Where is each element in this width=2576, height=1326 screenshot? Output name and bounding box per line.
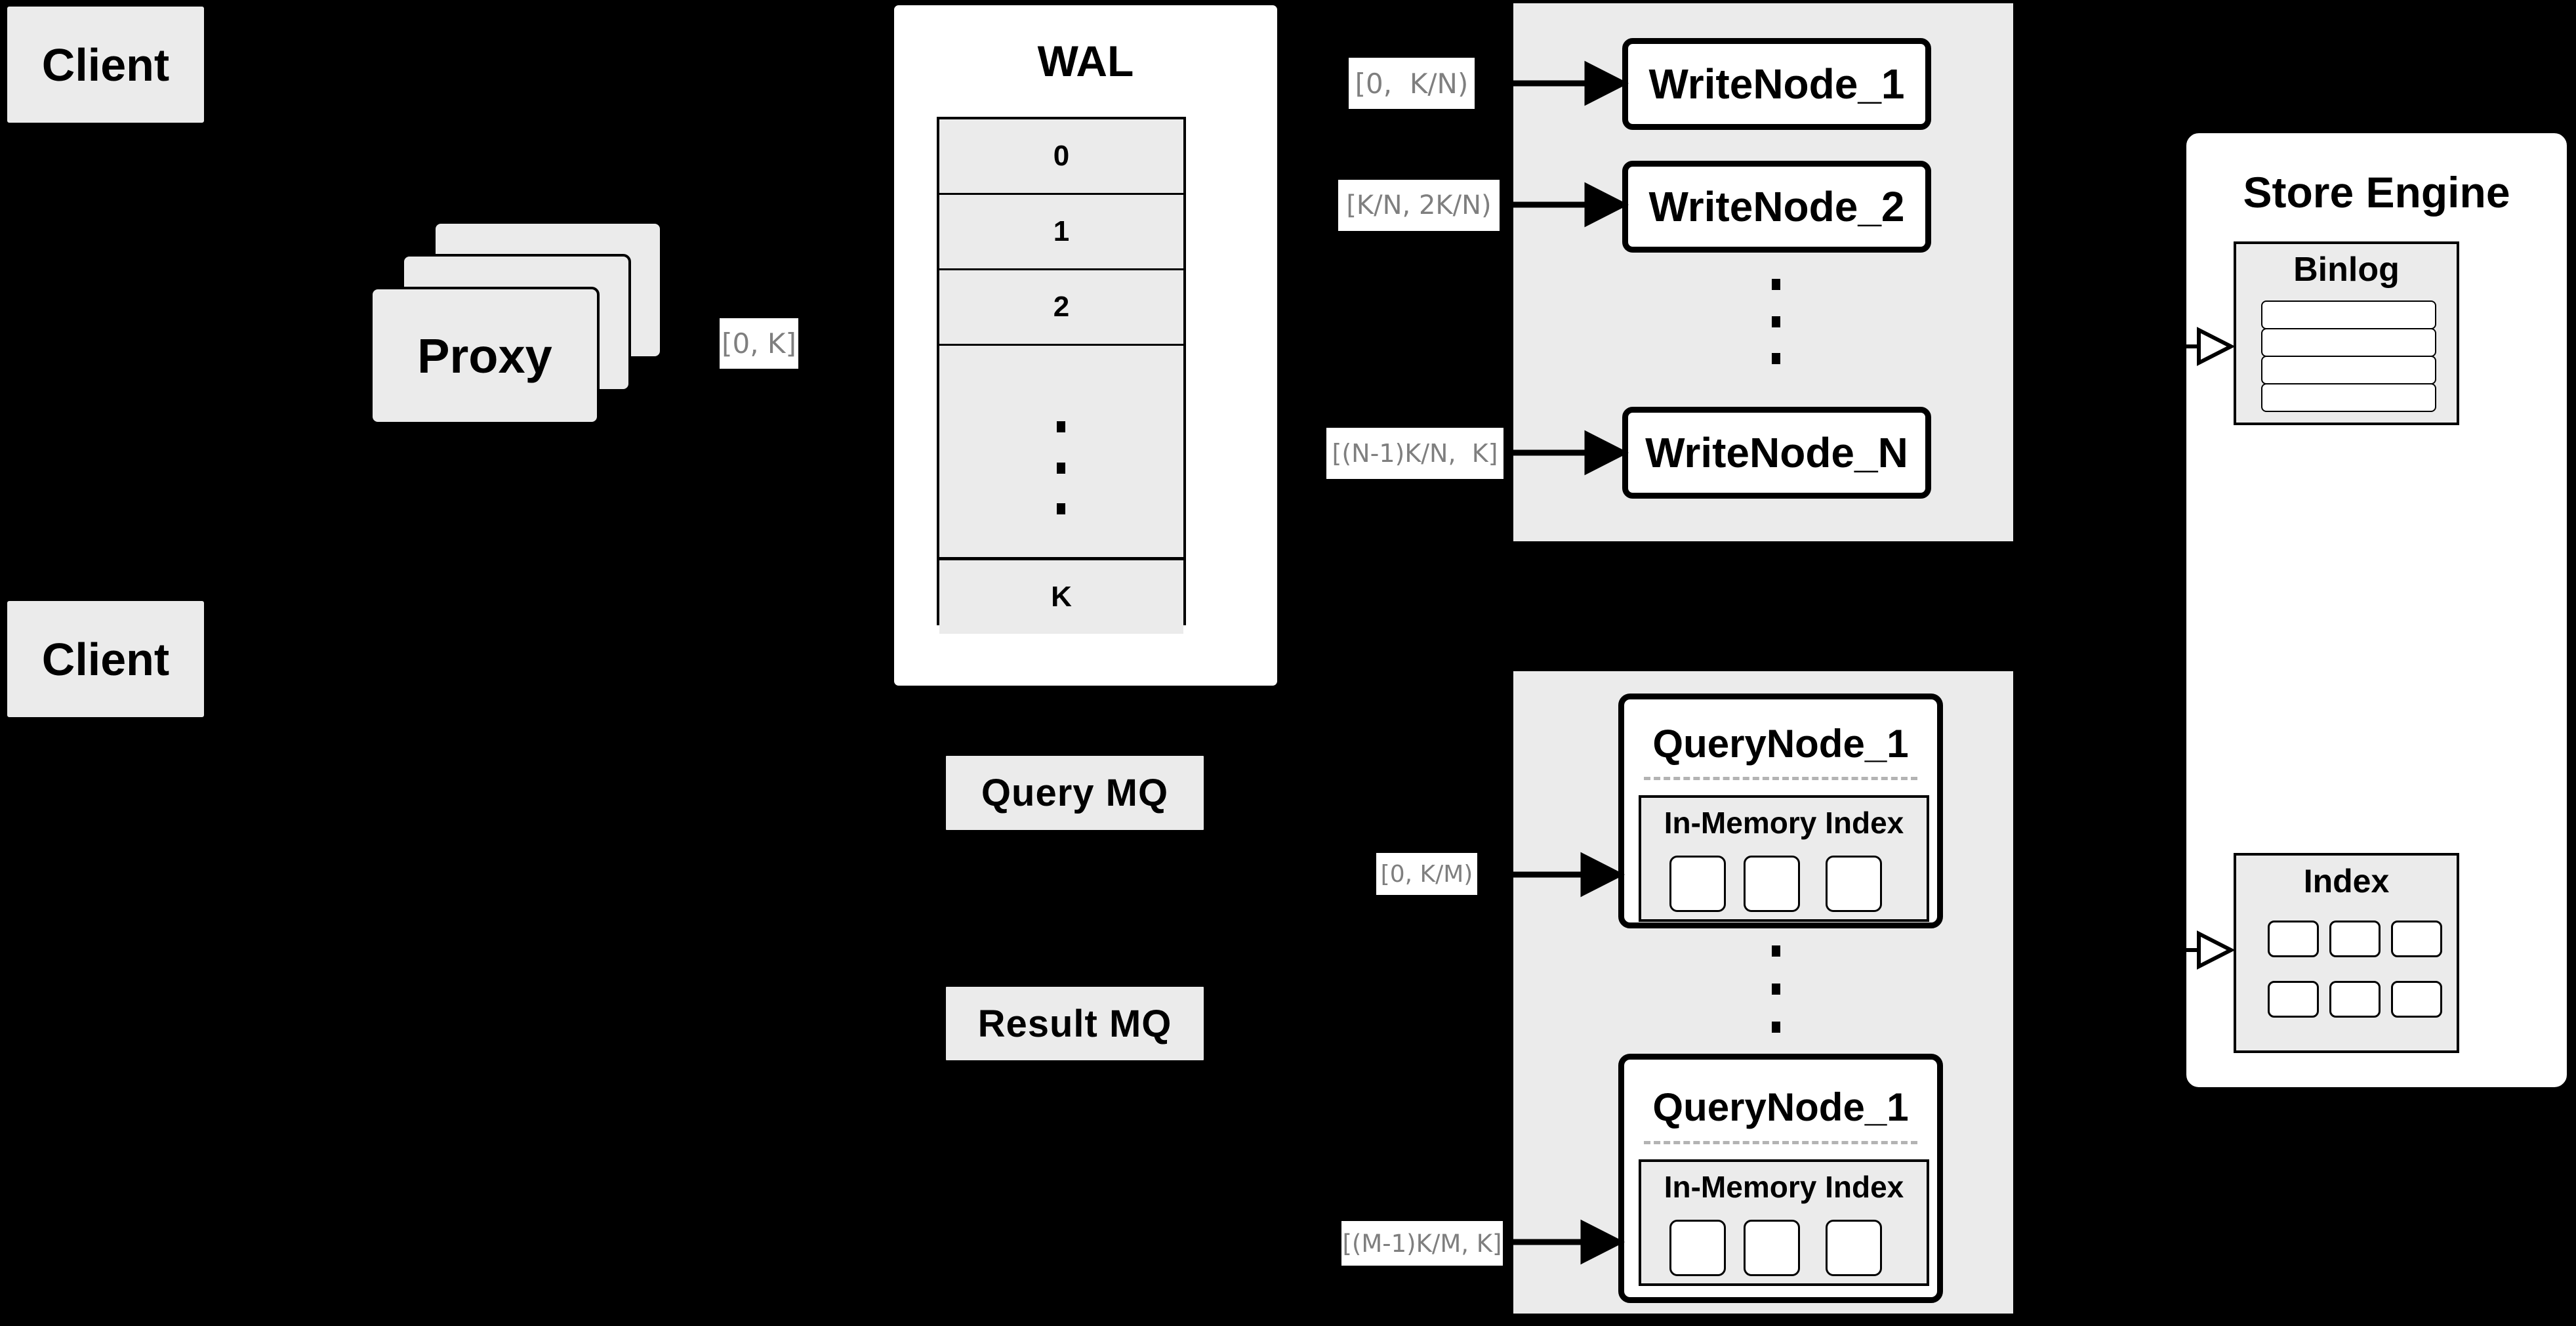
write-node-2: WriteNode_2 bbox=[1622, 161, 1931, 253]
wal-title: WAL bbox=[1037, 37, 1134, 85]
binlog-row bbox=[2261, 328, 2436, 357]
in-memory-index-box: In-Memory Index bbox=[1639, 795, 1929, 922]
client-top-box: Client bbox=[5, 5, 206, 125]
client-top-label: Client bbox=[41, 39, 170, 91]
ellipsis-dot bbox=[1772, 316, 1780, 327]
ellipsis-dot bbox=[1772, 353, 1780, 364]
write-node-n: WriteNode_N bbox=[1622, 407, 1931, 499]
index-segment bbox=[2391, 981, 2442, 1018]
binlog-row bbox=[2261, 356, 2436, 384]
query-mq-label: Query MQ bbox=[981, 772, 1169, 814]
proxy-label: Proxy bbox=[417, 328, 552, 383]
index-segment bbox=[2329, 921, 2381, 957]
ellipsis-dot bbox=[1772, 1022, 1780, 1033]
memory-segment bbox=[1669, 1220, 1726, 1276]
proxy-front-card: Proxy bbox=[370, 287, 600, 425]
write-node-2-label: WriteNode_2 bbox=[1648, 183, 1905, 230]
ellipsis-dot bbox=[1057, 421, 1065, 432]
client-bottom-label: Client bbox=[41, 633, 170, 685]
result-mq-label: Result MQ bbox=[977, 1002, 1172, 1045]
range-chip-query-m: [(M-1)K/M, K] bbox=[1341, 1221, 1503, 1266]
index-segment bbox=[2268, 981, 2319, 1018]
memory-segment bbox=[1826, 856, 1882, 912]
query-node-bottom-title: QueryNode_1 bbox=[1652, 1085, 1909, 1129]
ellipsis-dot bbox=[1772, 984, 1780, 995]
binlog-row bbox=[2261, 300, 2436, 329]
index-segment bbox=[2329, 981, 2381, 1018]
wal-ellipsis-row bbox=[939, 344, 1183, 557]
in-memory-index-box: In-Memory Index bbox=[1639, 1159, 1929, 1286]
range-chip-query-1: [0, K/M) bbox=[1376, 853, 1477, 895]
wal-box: WAL 0 1 2 K bbox=[892, 3, 1279, 688]
index-title: Index bbox=[2303, 863, 2390, 900]
write-node-n-label: WriteNode_N bbox=[1645, 429, 1908, 476]
range-chip-write-n: [(N-1)K/N, K] bbox=[1326, 428, 1503, 479]
query-node-top-title: QueryNode_1 bbox=[1652, 722, 1909, 766]
client-bottom-box: Client bbox=[5, 599, 206, 719]
binlog-row bbox=[2261, 383, 2436, 412]
ellipsis-dot bbox=[1057, 503, 1065, 514]
memory-segment bbox=[1669, 856, 1726, 912]
wal-row-2: 2 bbox=[939, 268, 1183, 344]
index-box: Index bbox=[2234, 853, 2459, 1053]
memory-segment bbox=[1744, 856, 1800, 912]
query-node-bottom: QueryNode_1 In-Memory Index bbox=[1618, 1054, 1943, 1303]
binlog-box: Binlog bbox=[2234, 241, 2459, 425]
wal-row-0: 0 bbox=[939, 117, 1183, 193]
result-mq-box: Result MQ bbox=[945, 985, 1205, 1062]
query-node-top: QueryNode_1 In-Memory Index bbox=[1618, 694, 1943, 928]
query-mq-box: Query MQ bbox=[945, 755, 1205, 831]
ellipsis-dot bbox=[1057, 463, 1065, 474]
index-segment bbox=[2391, 921, 2442, 957]
in-memory-index-title: In-Memory Index bbox=[1664, 806, 1904, 840]
write-node-1: WriteNode_1 bbox=[1622, 38, 1931, 130]
range-chip-write-2: [K/N, 2K/N) bbox=[1338, 180, 1500, 231]
index-segment bbox=[2268, 921, 2319, 957]
query-node-divider bbox=[1644, 1141, 1917, 1144]
memory-segment bbox=[1744, 1220, 1800, 1276]
ellipsis-dot bbox=[1772, 279, 1780, 290]
ellipsis-dot bbox=[1772, 945, 1780, 957]
wal-row-k: K bbox=[939, 557, 1183, 634]
wal-row-1: 1 bbox=[939, 193, 1183, 268]
binlog-title: Binlog bbox=[2293, 251, 2400, 289]
memory-segment bbox=[1826, 1220, 1882, 1276]
store-engine-box: Store Engine Binlog Index bbox=[2183, 130, 2570, 1090]
range-chip-proxy-wal: [0, K] bbox=[720, 318, 798, 369]
wal-table: 0 1 2 K bbox=[937, 117, 1186, 634]
query-node-divider bbox=[1644, 777, 1917, 780]
range-chip-write-1: [0, K/N) bbox=[1349, 58, 1475, 109]
write-node-1-label: WriteNode_1 bbox=[1648, 60, 1905, 108]
store-engine-title: Store Engine bbox=[2243, 168, 2510, 217]
in-memory-index-title: In-Memory Index bbox=[1664, 1170, 1904, 1204]
